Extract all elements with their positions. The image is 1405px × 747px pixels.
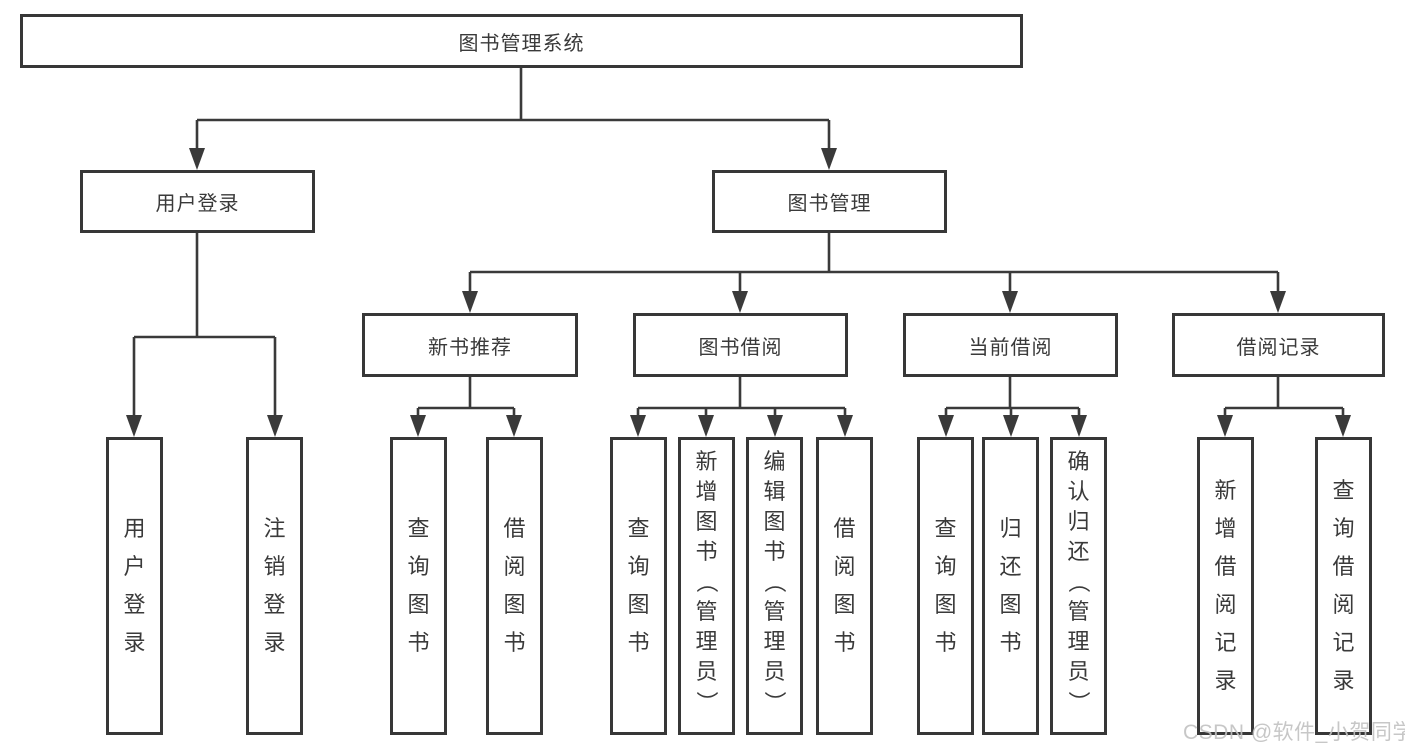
csdn-watermark: CSDN @软件_小贺同学 <box>1183 721 1405 744</box>
node-label: 用户登录 <box>123 516 146 655</box>
connector-borrowing-records-to-leaves <box>1223 377 1345 424</box>
leaf-add-books-admin: 新增图书（管理员） <box>678 437 735 735</box>
node-label: 图书借阅 <box>698 336 783 359</box>
connector-book-borrowing-to-leaves <box>636 377 847 424</box>
leaf-query-books-current: 查询图书 <box>917 437 974 735</box>
node-borrowing-records: 借阅记录 <box>1172 313 1385 377</box>
connector-new-book-recommend-to-leaves <box>416 377 516 424</box>
node-label: 借阅图书 <box>833 516 856 655</box>
leaf-query-books-recommend: 查询图书 <box>390 437 447 735</box>
node-book-management-system: 图书管理系统 <box>20 14 1023 68</box>
leaf-borrow-books-borrowing: 借阅图书 <box>816 437 873 735</box>
node-label: 图书管理 <box>787 193 872 215</box>
node-new-book-recommend: 新书推荐 <box>362 313 578 377</box>
node-label: 查询图书 <box>407 516 430 655</box>
node-label: 借阅记录 <box>1236 336 1321 359</box>
node-label: 借阅图书 <box>503 516 526 655</box>
connector-book-management-to-level3 <box>468 233 1280 300</box>
node-label: 确认归还（管理员） <box>1066 449 1092 714</box>
node-book-borrowing: 图书借阅 <box>633 313 848 377</box>
leaf-confirm-return-admin: 确认归还（管理员） <box>1050 437 1107 735</box>
node-label: 新增图书（管理员） <box>694 449 720 714</box>
node-label: 新书推荐 <box>428 336 512 359</box>
node-current-borrowing: 当前借阅 <box>903 313 1118 377</box>
node-label: 查询图书 <box>934 516 957 655</box>
node-label: 归还图书 <box>999 516 1022 655</box>
leaf-query-books-borrowing: 查询图书 <box>610 437 667 735</box>
connector-user-login-to-leaves <box>132 233 277 422</box>
leaf-user-login: 用户登录 <box>106 437 163 735</box>
leaf-logout: 注销登录 <box>246 437 303 735</box>
node-label: 图书管理系统 <box>458 32 585 55</box>
node-user-login: 用户登录 <box>80 170 315 233</box>
node-book-management: 图书管理 <box>712 170 947 233</box>
node-label: 查询图书 <box>627 516 650 655</box>
leaf-edit-books-admin: 编辑图书（管理员） <box>746 437 803 735</box>
node-label: 注销登录 <box>263 516 286 655</box>
leaf-query-borrowing-record: 查询借阅记录 <box>1315 437 1372 735</box>
leaf-borrow-books-recommend: 借阅图书 <box>486 437 543 735</box>
node-label: 新增借阅记录 <box>1214 478 1237 693</box>
node-label: 当前借阅 <box>968 336 1053 359</box>
arrowheads <box>126 148 1351 437</box>
connector-root-to-level2 <box>195 68 831 155</box>
leaf-return-books: 归还图书 <box>982 437 1039 735</box>
node-label: 编辑图书（管理员） <box>762 449 788 714</box>
leaf-add-borrowing-record: 新增借阅记录 <box>1197 437 1254 735</box>
node-label: 查询借阅记录 <box>1332 478 1355 693</box>
node-label: 用户登录 <box>155 193 240 215</box>
